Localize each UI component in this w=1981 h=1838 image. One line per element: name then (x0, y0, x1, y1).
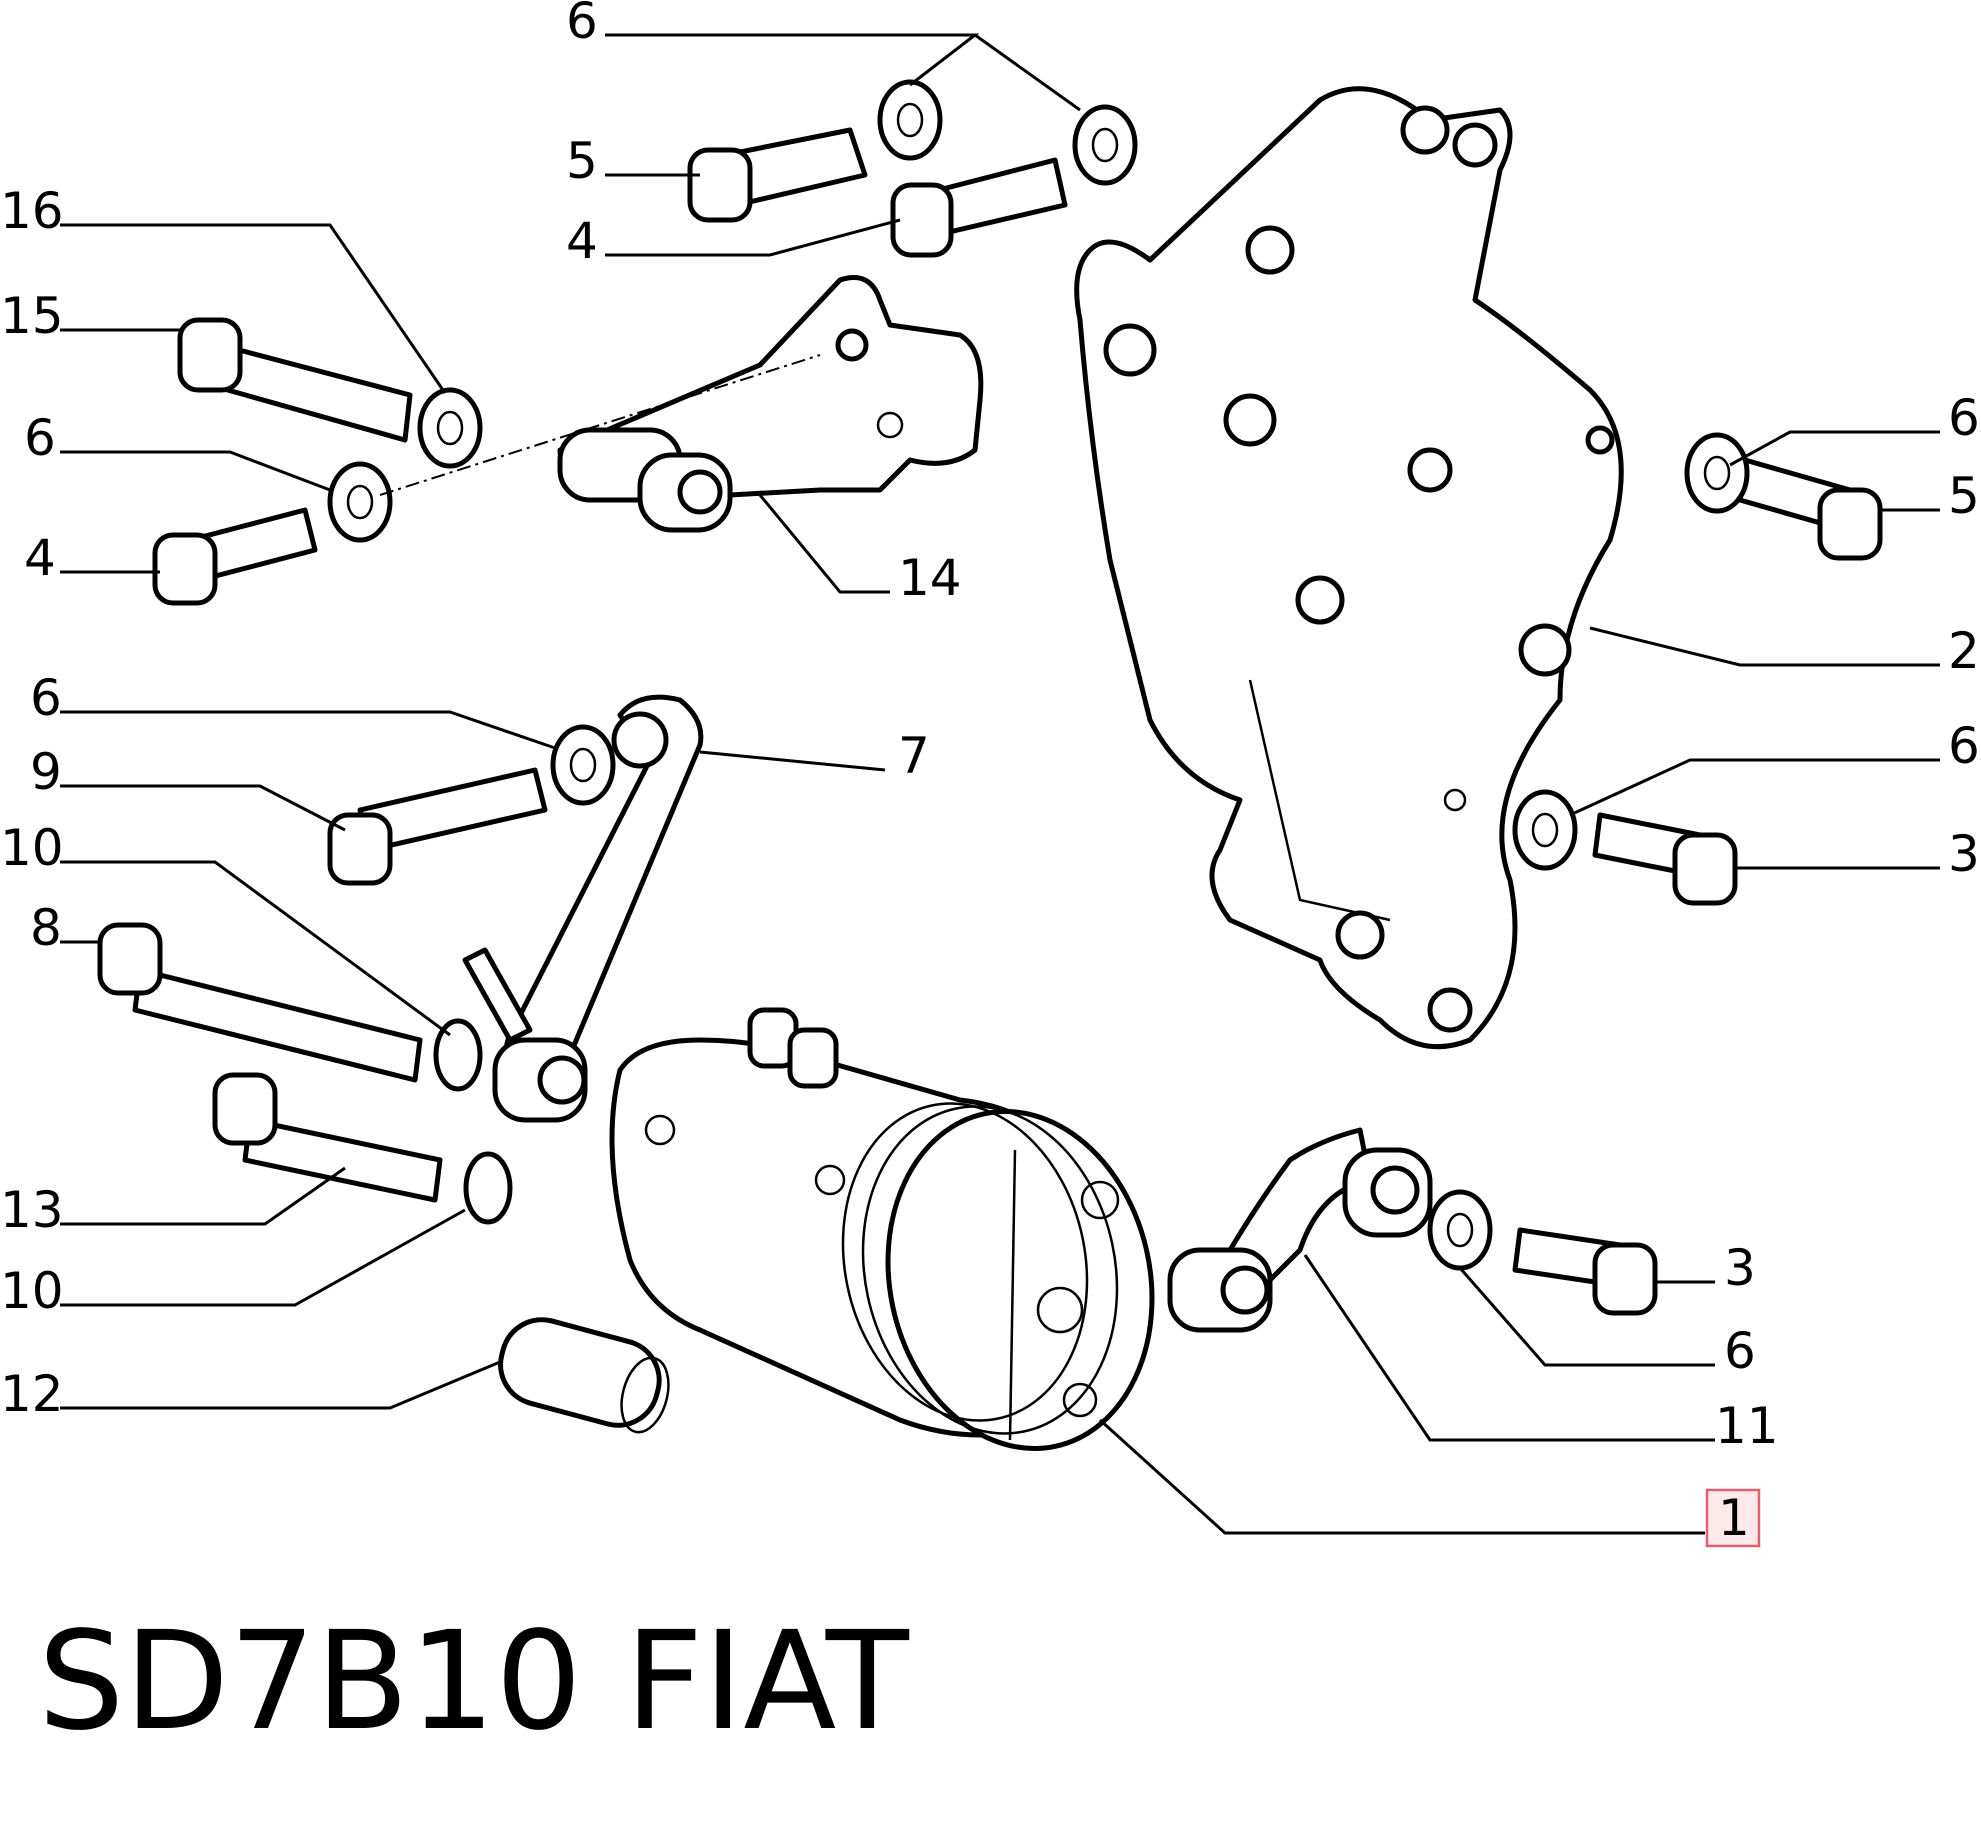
callout-6-right-mid: 6 (1948, 717, 1980, 775)
spacer-12-part (498, 1317, 670, 1434)
callout-6-left: 6 (24, 409, 56, 467)
diagram-code: SD7B10 (38, 1603, 582, 1761)
callout-14: 14 (898, 549, 962, 607)
callout-6-right-top: 6 (1948, 389, 1980, 447)
callout-2: 2 (1948, 622, 1980, 680)
callout-4-left: 4 (24, 529, 56, 587)
callout-1: 1 (1718, 1489, 1750, 1547)
callout-5-right: 5 (1948, 467, 1980, 525)
alignment-line (379, 354, 821, 496)
callout-6-low: 6 (1724, 1322, 1756, 1380)
callout-15: 15 (0, 287, 64, 345)
callout-12: 12 (0, 1365, 64, 1423)
callout-6-top: 6 (566, 0, 598, 50)
callout-7: 7 (898, 727, 930, 785)
callout-4-top: 4 (566, 212, 598, 270)
callout-3-right: 3 (1948, 825, 1980, 883)
diagram-brand: FIAT (625, 1603, 910, 1761)
tube-11-part (1167, 1127, 1433, 1333)
parts-artwork (97, 79, 1883, 1451)
callout-11: 11 (1715, 1397, 1779, 1455)
leader-lines (60, 33, 1940, 1535)
rod-7-part (462, 694, 704, 1123)
callout-9: 9 (30, 743, 62, 801)
callouts: 6 5 4 16 15 6 4 14 6 9 7 10 8 13 10 12 6… (0, 0, 1980, 1548)
callout-13: 13 (0, 1181, 64, 1239)
callout-10-upper: 10 (0, 819, 64, 877)
bolts-group (97, 127, 1883, 1316)
callout-3-low: 3 (1724, 1239, 1756, 1297)
bracket-part (1074, 86, 1624, 1050)
callout-1-highlight (1705, 1488, 1761, 1548)
compressor-part (609, 1007, 1155, 1451)
callout-16: 16 (0, 182, 64, 240)
callout-10-lower: 10 (0, 1262, 64, 1320)
callout-8: 8 (30, 899, 62, 957)
callout-6-mid: 6 (30, 669, 62, 727)
washers-group (327, 79, 1750, 1271)
callout-5-top: 5 (566, 132, 598, 190)
bracket-14-part (557, 275, 984, 533)
